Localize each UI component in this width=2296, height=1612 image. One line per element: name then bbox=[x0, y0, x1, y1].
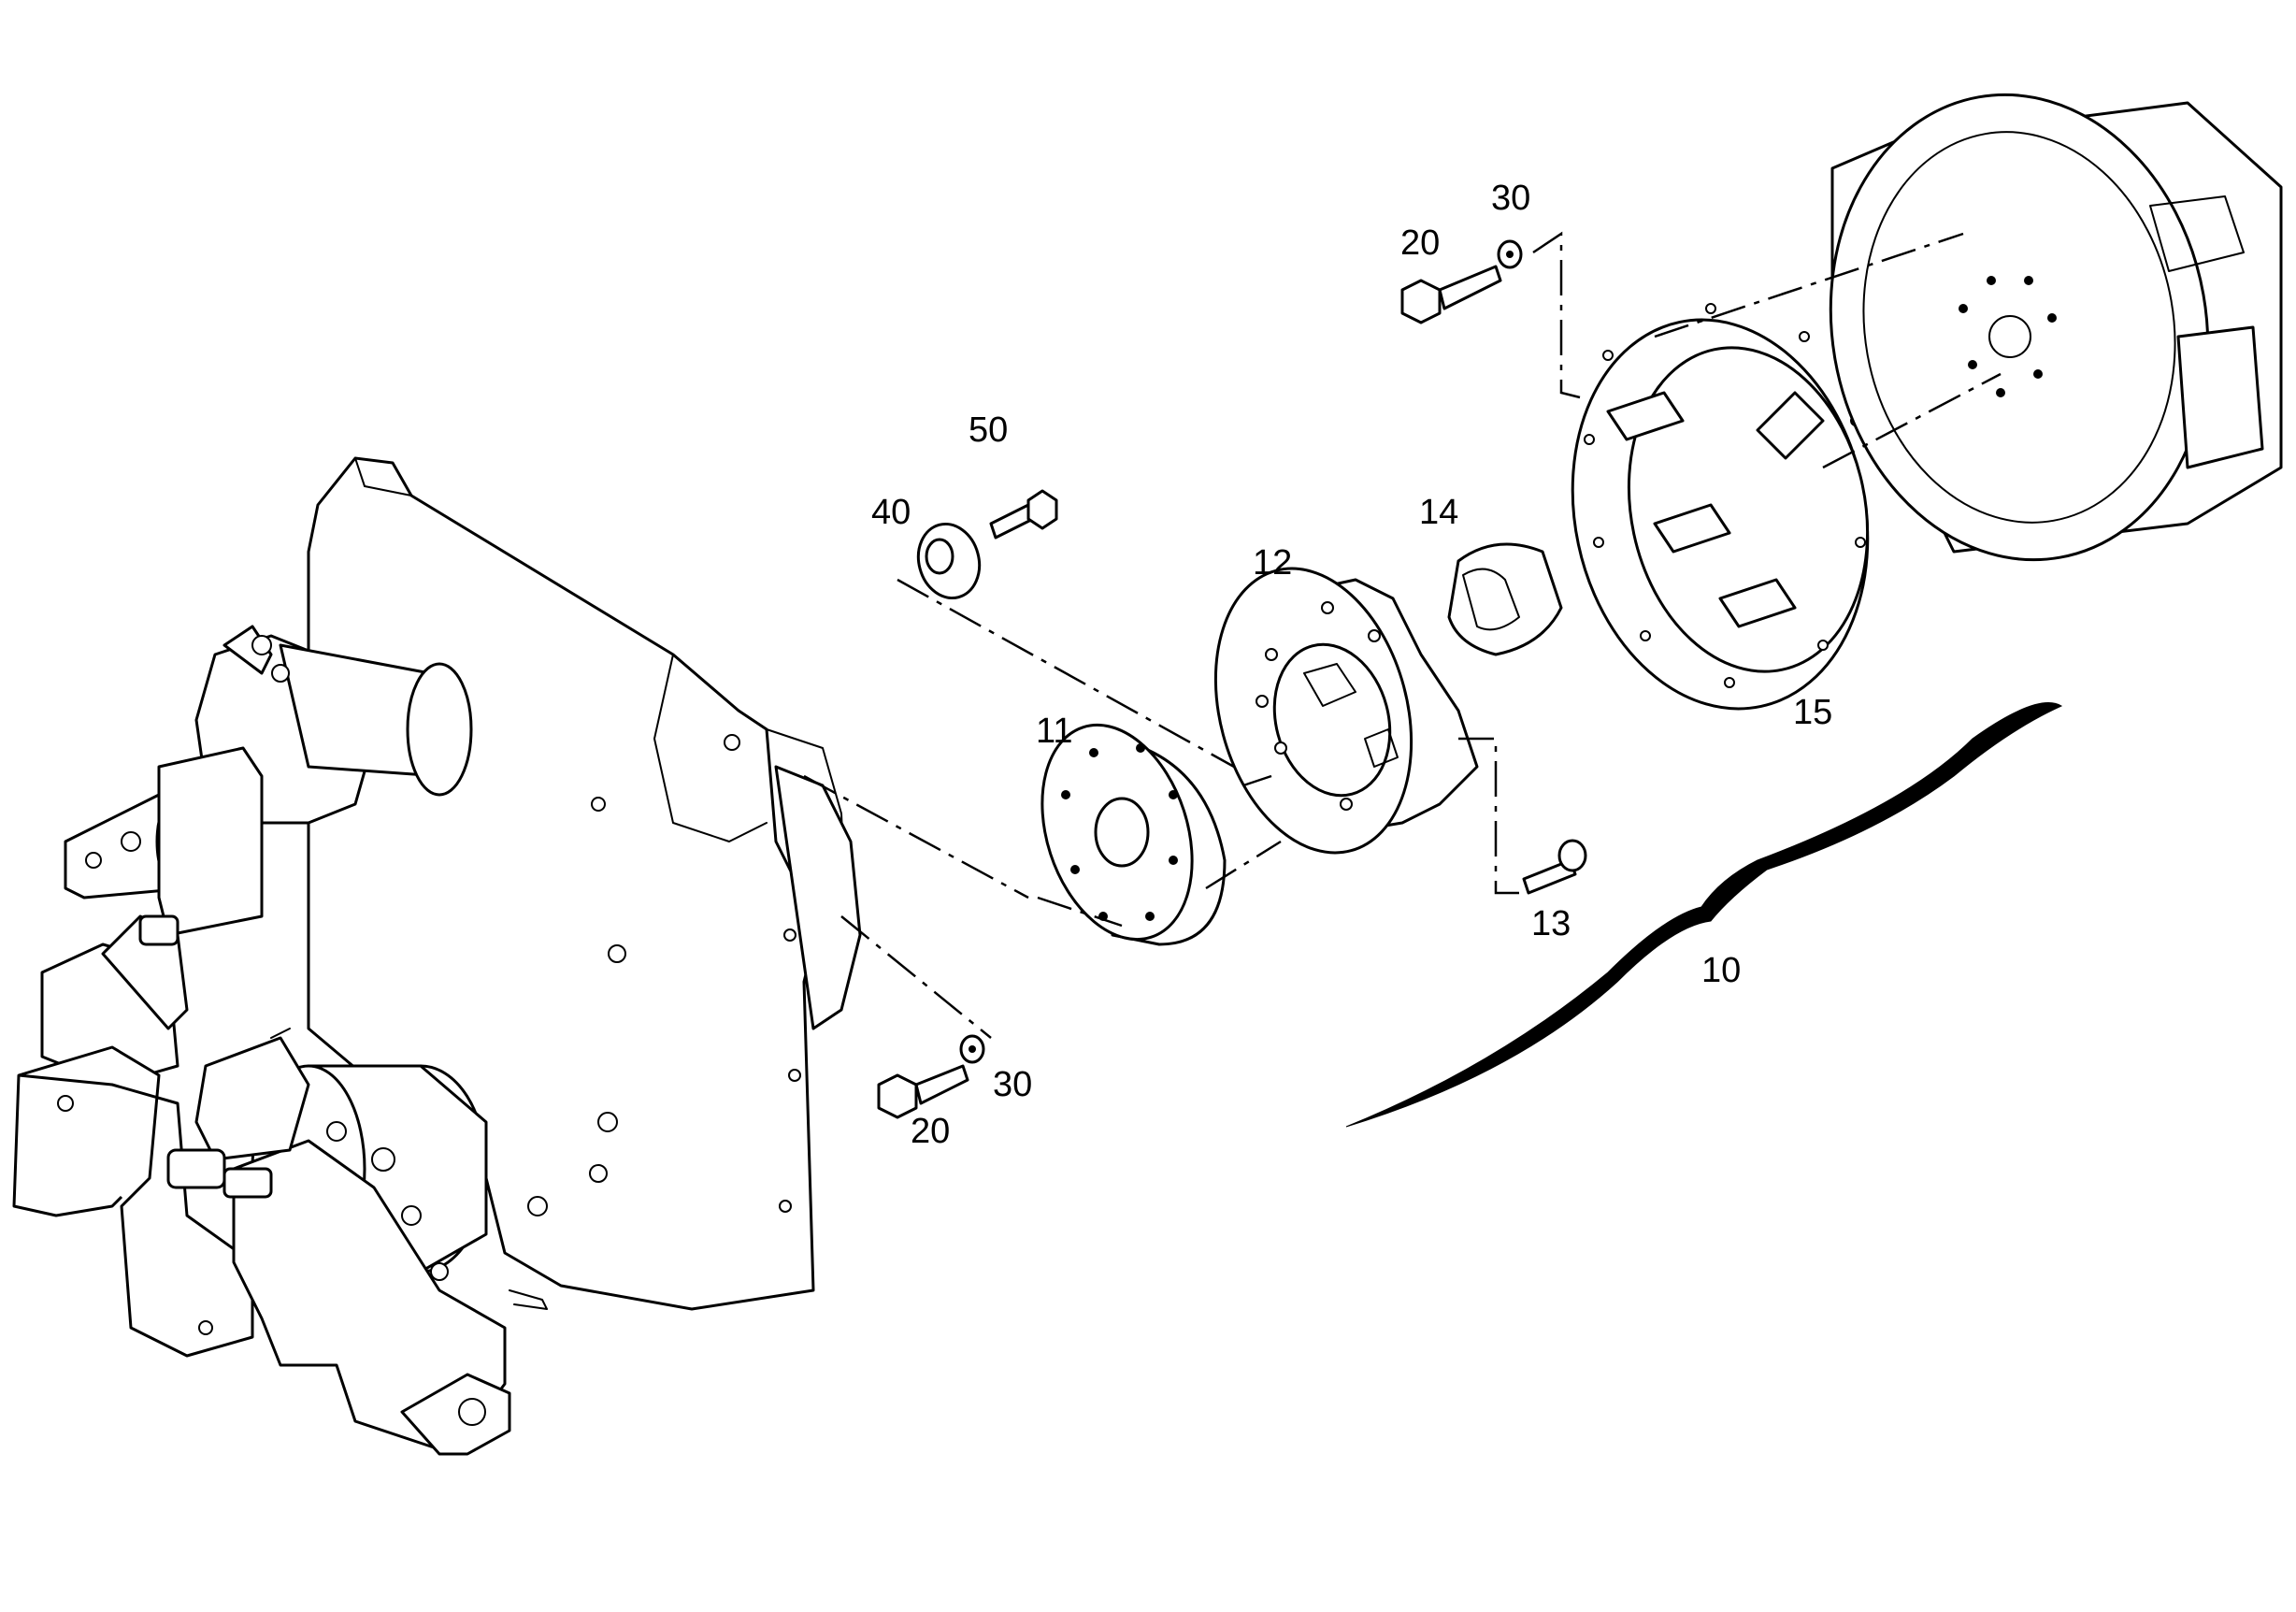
engine-flywheel-housing bbox=[1829, 93, 2283, 562]
callout-30-top: 30 bbox=[1491, 179, 1530, 218]
callout-20-top: 20 bbox=[1400, 223, 1440, 263]
part-20-bolt-bottom bbox=[877, 1064, 969, 1119]
part-15-housing-ring bbox=[1571, 303, 1870, 711]
part-30-washer-bottom bbox=[959, 1034, 985, 1064]
part-11-coupling-hub bbox=[1040, 723, 1227, 946]
callout-50: 50 bbox=[969, 410, 1008, 450]
part-13-screw bbox=[1522, 839, 1587, 895]
callout-14: 14 bbox=[1419, 493, 1458, 532]
callout-11: 11 bbox=[1036, 712, 1072, 751]
callout-20-bottom: 20 bbox=[911, 1112, 950, 1151]
callout-12: 12 bbox=[1253, 543, 1292, 583]
assembly-centerlines bbox=[803, 231, 2002, 1039]
transmission-housing bbox=[12, 456, 862, 1456]
part-50-bolt bbox=[989, 489, 1058, 540]
callout-30-bottom: 30 bbox=[993, 1065, 1032, 1104]
callout-15: 15 bbox=[1793, 693, 1832, 732]
part-30-washer-top bbox=[1497, 239, 1523, 269]
part-40-washer bbox=[916, 522, 982, 600]
callout-10: 10 bbox=[1701, 951, 1741, 990]
part-12-toothed-flange bbox=[1213, 567, 1479, 855]
part-14-elastic-element bbox=[1447, 542, 1563, 656]
group-10-brace bbox=[1345, 702, 2063, 1128]
callout-13: 13 bbox=[1531, 904, 1571, 943]
part-20-bolt-top bbox=[1400, 265, 1502, 324]
callout-40: 40 bbox=[871, 493, 911, 532]
